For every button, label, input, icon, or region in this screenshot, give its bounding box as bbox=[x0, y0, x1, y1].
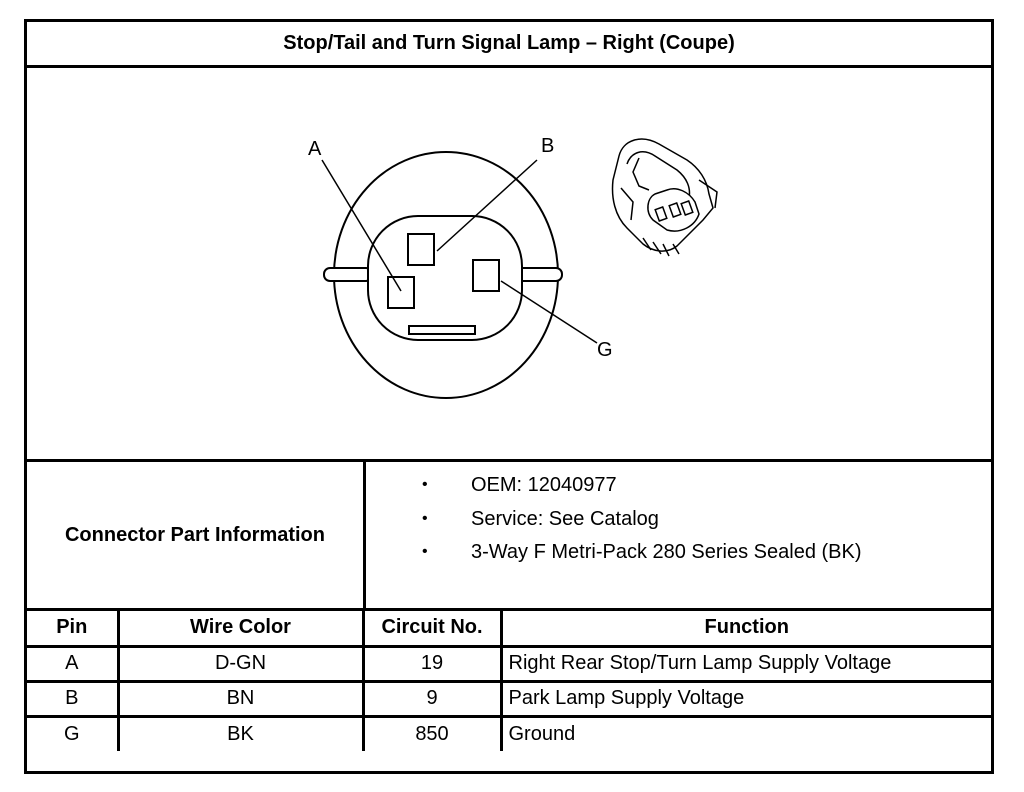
connector-key-notch bbox=[408, 325, 476, 335]
callout-b: B bbox=[541, 135, 554, 157]
callout-a: A bbox=[308, 138, 322, 160]
cell-circuit: 19 bbox=[361, 644, 503, 683]
cell-wire-color: BN bbox=[116, 679, 365, 718]
table-row: A D-GN 19 Right Rear Stop/Turn Lamp Supp… bbox=[27, 644, 991, 683]
info-text-oem: OEM: 12040977 bbox=[471, 473, 617, 496]
table-row: G BK 850 Ground bbox=[27, 714, 991, 751]
header-circuit-no: Circuit No. bbox=[361, 611, 503, 648]
connector-diagram: A B G bbox=[27, 68, 991, 462]
bullet-icon: • bbox=[422, 543, 428, 560]
connector-perspective-illustration bbox=[611, 138, 718, 257]
header-wire-color: Wire Color bbox=[116, 611, 365, 648]
cavity-g bbox=[472, 259, 500, 292]
connector-part-info-list: • OEM: 12040977 • Service: See Catalog •… bbox=[366, 462, 991, 608]
cell-pin: G bbox=[27, 714, 120, 751]
connector-part-info: Connector Part Information • OEM: 120409… bbox=[27, 462, 991, 611]
connector-part-info-label: Connector Part Information bbox=[27, 462, 366, 608]
callout-g: G bbox=[597, 339, 613, 361]
leader-line-g bbox=[500, 280, 598, 344]
header-pin: Pin bbox=[27, 611, 120, 648]
table-row: B BN 9 Park Lamp Supply Voltage bbox=[27, 679, 991, 718]
pin-table-header-row: Pin Wire Color Circuit No. Function bbox=[27, 611, 991, 648]
cell-pin: B bbox=[27, 679, 120, 718]
cell-function: Ground bbox=[499, 714, 991, 751]
info-text-service: Service: See Catalog bbox=[471, 507, 659, 530]
bullet-icon: • bbox=[422, 510, 428, 527]
page-title: Stop/Tail and Turn Signal Lamp – Right (… bbox=[27, 22, 991, 68]
cell-function: Right Rear Stop/Turn Lamp Supply Voltage bbox=[499, 644, 991, 683]
bullet-icon: • bbox=[422, 476, 428, 493]
cell-function: Park Lamp Supply Voltage bbox=[499, 679, 991, 718]
cell-wire-color: D-GN bbox=[116, 644, 365, 683]
cell-wire-color: BK bbox=[116, 714, 365, 751]
connector-sheet: Stop/Tail and Turn Signal Lamp – Right (… bbox=[24, 19, 994, 774]
pin-table: Pin Wire Color Circuit No. Function A D-… bbox=[27, 611, 991, 751]
connector-face-drawing: A B G bbox=[308, 135, 718, 399]
cavity-a bbox=[387, 276, 415, 309]
header-function: Function bbox=[499, 611, 991, 648]
cell-pin: A bbox=[27, 644, 120, 683]
connector-left-tab bbox=[323, 267, 373, 282]
cell-circuit: 9 bbox=[361, 679, 503, 718]
cell-circuit: 850 bbox=[361, 714, 503, 751]
leader-line-a bbox=[321, 159, 402, 292]
cavity-b bbox=[407, 233, 435, 266]
info-text-description: 3-Way F Metri-Pack 280 Series Sealed (BK… bbox=[471, 540, 862, 563]
leader-line-b bbox=[436, 159, 538, 252]
